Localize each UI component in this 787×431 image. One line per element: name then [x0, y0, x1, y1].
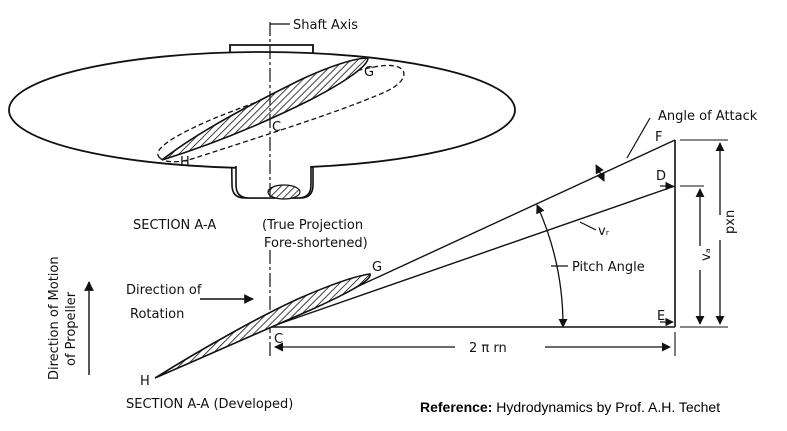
angle-of-attack-label: Angle of Attack [658, 109, 758, 124]
true-projection-line2: Fore-shortened) [264, 236, 368, 251]
point-c-top: C [272, 120, 281, 135]
top-view: Shaft Axis G C H SECTION A-A (True Proje… [8, 18, 516, 251]
pitch-angle-label: Pitch Angle [572, 260, 645, 275]
two-pi-rn-label: 2 π rn [469, 341, 507, 356]
point-g-top: G [364, 65, 374, 80]
direction-of-rotation-line1: Direction of [126, 283, 202, 298]
direction-of-motion-line1: Direction of Motion [47, 256, 62, 380]
point-h-bottom: H [140, 374, 150, 389]
blade-outline-dashed [157, 64, 405, 163]
blade-section-developed [154, 273, 371, 379]
point-c-bottom: C [274, 332, 283, 347]
point-g-bottom: G [372, 260, 382, 275]
direction-of-motion-line2: of Propeller [64, 291, 79, 366]
point-h-top: H [180, 155, 190, 170]
point-e: E [657, 309, 665, 324]
true-projection-line1: (True Projection [262, 218, 363, 233]
shaft-axis-label: Shaft Axis [293, 18, 358, 33]
reference-text: Hydrodynamics by Prof. A.H. Techet [496, 399, 721, 415]
pitch-angle-arc [536, 204, 568, 328]
point-d: D [656, 169, 666, 184]
vr-label: vᵣ [598, 224, 610, 239]
section-label-bottom: SECTION A-A (Developed) [126, 397, 293, 412]
blade-section-top [161, 57, 369, 161]
va-label: vₐ [699, 248, 714, 261]
reference-note: Reference: Hydrodynamics by Prof. A.H. T… [420, 399, 720, 415]
line-cd [269, 185, 676, 328]
reference-label: Reference: [420, 399, 493, 415]
pxn-label: pxn [723, 210, 738, 234]
direction-of-rotation-line2: Rotation [130, 307, 184, 322]
velocity-diagram: Angle of Attack F D E vᵣ Pitch Angle pxn… [47, 109, 758, 412]
point-f: F [655, 130, 662, 145]
section-label-top: SECTION A-A [133, 218, 216, 233]
